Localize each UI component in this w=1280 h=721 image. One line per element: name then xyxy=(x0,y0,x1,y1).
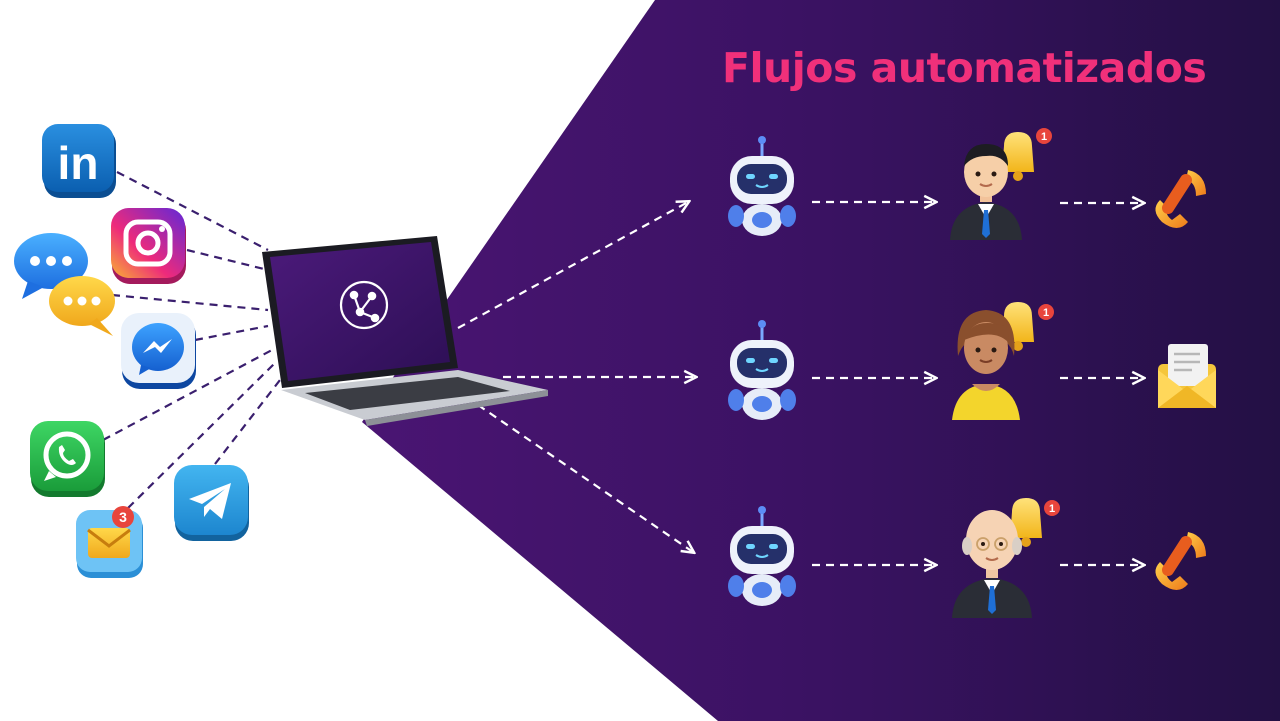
phone-icon xyxy=(1155,170,1206,228)
network-logo-icon xyxy=(339,280,389,330)
woman-agent-icon: 1 xyxy=(952,302,1054,420)
instagram-icon xyxy=(111,208,186,284)
bell-icon xyxy=(1002,132,1034,181)
diagram-title: Flujos automatizados xyxy=(722,44,1207,92)
bell-icon xyxy=(1010,498,1042,547)
phone-icon xyxy=(1155,532,1206,590)
chat-bubble-icon xyxy=(14,233,88,299)
notification-badge xyxy=(1036,128,1052,144)
linkedin-icon: in xyxy=(42,124,116,198)
svg-text:1: 1 xyxy=(1049,503,1055,515)
channel-connectors xyxy=(102,171,281,509)
notification-badge xyxy=(1044,500,1060,516)
robot-icon xyxy=(728,506,796,606)
telegram-icon xyxy=(174,465,249,541)
robot-icon xyxy=(728,136,796,236)
svg-text:in: in xyxy=(58,137,99,189)
svg-text:1: 1 xyxy=(1043,307,1049,319)
notification-badge xyxy=(1038,304,1054,320)
messenger-icon xyxy=(121,313,196,389)
laptop-icon xyxy=(262,236,548,426)
whatsapp-icon xyxy=(30,421,105,497)
envelope-icon xyxy=(1158,344,1216,408)
svg-text:1: 1 xyxy=(1041,131,1047,143)
email-icon: 3 xyxy=(76,506,143,578)
businessman-icon: 1 xyxy=(950,128,1052,240)
bald-businessman-icon: 1 xyxy=(952,498,1060,618)
chat-bubble-yellow-icon xyxy=(49,276,115,336)
robot-icon xyxy=(728,320,796,420)
flow-arrows xyxy=(457,202,1143,565)
purple-background-panel xyxy=(362,0,1280,721)
email-badge-count: 3 xyxy=(119,509,127,525)
